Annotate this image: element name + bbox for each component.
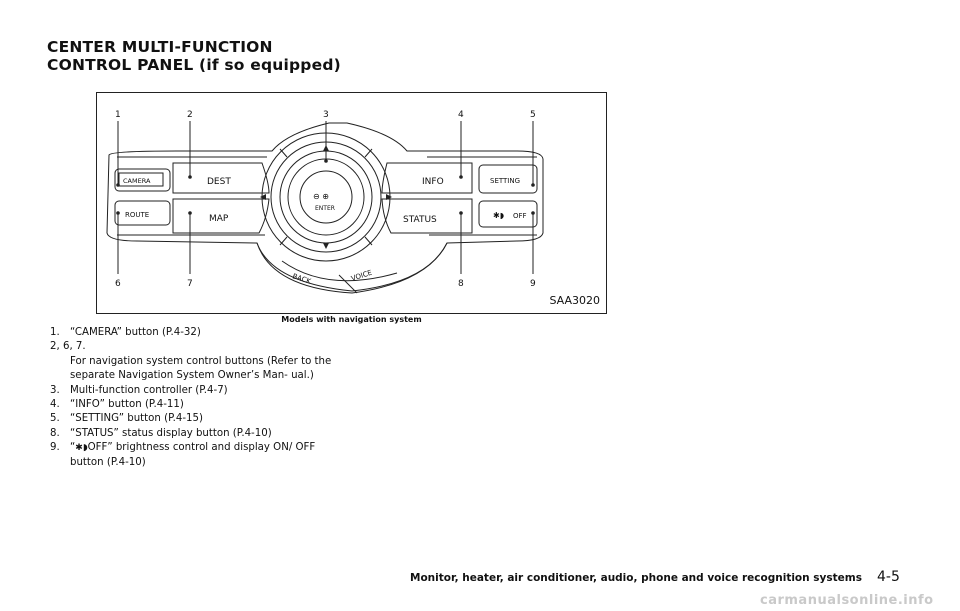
dest-label: DEST [207, 177, 231, 187]
heading-line-1: CENTER MULTI-FUNCTION [47, 38, 273, 56]
route-label: ROUTE [125, 211, 149, 219]
off-button-shape [478, 200, 538, 228]
callout-5: 5 [530, 110, 536, 120]
heading-line-2: CONTROL PANEL (if so equipped) [47, 56, 341, 74]
panel-outline [106, 122, 544, 294]
arrow-down-icon [323, 243, 329, 249]
page-heading: CENTER MULTI-FUNCTION CONTROL PANEL (if … [47, 38, 341, 74]
callout-6: 6 [115, 279, 121, 289]
setting-label: SETTING [490, 177, 520, 185]
camera-label: CAMERA [123, 177, 151, 185]
callout-7: 7 [187, 279, 193, 289]
legend-item-2-6-7: 2, 6, 7. [50, 341, 86, 353]
footer-section-title: Monitor, heater, air conditioner, audio,… [410, 572, 862, 584]
control-panel-figure: 1 2 3 4 5 6 7 8 9 CAMERA ROUTE DEST MAP … [96, 92, 607, 314]
setting-button-shape [478, 164, 538, 194]
arrow-left-icon [260, 194, 266, 200]
voice-label: VOICE [350, 269, 373, 283]
off-label: OFF [513, 212, 527, 220]
control-panel-illustration: 1 2 3 4 5 6 7 8 9 CAMERA ROUTE DEST MAP … [106, 110, 544, 294]
figure-caption: Models with navigation system [281, 315, 422, 324]
legend-item-4: 4.“INFO” button (P.4-11) [50, 399, 184, 411]
legend-item-2-6-7-desc: For navigation system control buttons (R… [70, 355, 332, 382]
status-button-shape [381, 198, 473, 234]
camera-button-shape [114, 168, 171, 192]
callout-8: 8 [458, 279, 464, 289]
status-label: STATUS [403, 215, 437, 225]
legend-list: 1.“CAMERA” button (P.4-32) 2, 6, 7. For … [50, 326, 340, 470]
arrow-up-icon [323, 145, 329, 151]
page-number: 4-5 [877, 569, 900, 585]
enter-label: ENTER [315, 205, 335, 212]
legend-item-3: 3.Multi-function controller (P.4-7) [50, 384, 228, 396]
map-label: MAP [209, 214, 229, 224]
map-button-shape [172, 198, 270, 234]
enter-knob [299, 170, 353, 224]
figure-code: SAA3020 [549, 294, 600, 307]
callout-9: 9 [530, 279, 536, 289]
info-button-shape [381, 162, 473, 194]
zoom-icons: ⊖ ⊕ [313, 192, 329, 201]
callout-2: 2 [187, 110, 193, 120]
dest-button-shape [172, 162, 270, 194]
route-button-shape [114, 200, 171, 226]
watermark: carmanualsonline.info [760, 593, 934, 608]
callout-3: 3 [323, 110, 329, 120]
legend-item-9: 9.“✱◗OFF” brightness control and display… [50, 442, 316, 468]
callout-4: 4 [458, 110, 464, 120]
brightness-icon: ✱◗ [75, 443, 88, 454]
arrow-right-icon [386, 194, 392, 200]
info-label: INFO [422, 177, 444, 187]
legend-item-5: 5.“SETTING” button (P.4-15) [50, 413, 203, 425]
legend-item-8: 8.“STATUS” status display button (P.4-10… [50, 427, 272, 439]
callout-1: 1 [115, 110, 121, 120]
legend-item-1: 1.“CAMERA” button (P.4-32) [50, 327, 201, 338]
brightness-icon: ✱◗ [493, 211, 504, 220]
